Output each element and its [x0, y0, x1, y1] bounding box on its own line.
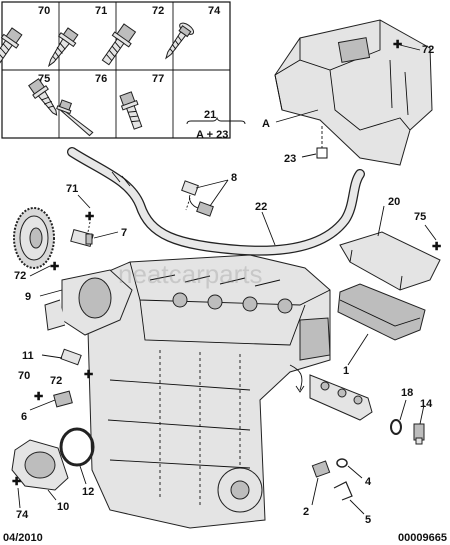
fuel-rail-part: [309, 374, 373, 421]
footer-ref: 00009665: [398, 532, 447, 544]
callout-11: 11: [22, 350, 34, 362]
ecu-bracket-20-part: [339, 231, 441, 291]
bolt-75-icon: [28, 78, 58, 116]
callout-21-group: 21 A + 23: [186, 109, 246, 141]
callout-10: 10: [57, 501, 69, 513]
callout-4: 4: [365, 476, 372, 488]
sensor-7-part: [70, 229, 94, 247]
callout-2: 2: [303, 506, 309, 518]
clip-5-part: [333, 481, 353, 501]
sensor-8-part: [181, 180, 214, 217]
callout-21: 21: [204, 109, 216, 121]
part-23-square-icon: [316, 147, 328, 159]
table-code-76: 76: [95, 73, 107, 85]
cross-icon-74: ✚: [12, 476, 21, 488]
callout-9: 9: [25, 291, 31, 303]
pump-housing-10-part: [11, 439, 69, 491]
callout-1: 1: [343, 365, 349, 377]
callout-74: 74: [16, 509, 29, 521]
table-code-71: 71: [95, 5, 107, 17]
seal-18-part: [390, 419, 402, 435]
screw-71-icon: [47, 27, 79, 68]
callout-20: 20: [388, 196, 400, 208]
callout-71: 71: [66, 183, 78, 195]
callout-7: 7: [121, 227, 127, 239]
cross-icon-72-upper: ✚: [393, 39, 402, 51]
footer-date: 04/2010: [3, 532, 43, 544]
table-code-72: 72: [152, 5, 164, 17]
callout-70: 70: [18, 370, 30, 382]
bolt-70-icon: [0, 27, 23, 66]
bolt-77-icon: [119, 91, 143, 130]
sensor-6-part: [53, 390, 73, 408]
cross-icon-70: ✚: [34, 391, 43, 403]
callout-5: 5: [365, 514, 371, 526]
cross-icon-71: ✚: [85, 211, 94, 223]
thermostat-housing-part: [44, 269, 133, 336]
callout-18: 18: [401, 387, 413, 399]
cross-icon-72-mid: ✚: [84, 369, 93, 381]
fastener-table: 70 71 72 74 75 76 77: [0, 1, 231, 139]
cross-icon-72-left: ✚: [50, 261, 59, 273]
sensor-2-part: [311, 460, 331, 478]
engine-block-part: [87, 254, 331, 529]
hose-22-part: [67, 147, 365, 256]
callout-A: A: [262, 118, 270, 130]
bolt-72-icon: [101, 23, 137, 66]
sensor-11-part: [60, 348, 82, 366]
table-code-70: 70: [38, 5, 50, 17]
callout-72-left: 72: [14, 270, 26, 282]
callout-6: 6: [21, 411, 27, 423]
callout-22: 22: [255, 201, 267, 213]
callout-8: 8: [231, 172, 237, 184]
ecu-1-part: [337, 283, 426, 341]
seal-4-part: [336, 458, 348, 468]
watermark: neatcarparts: [118, 259, 263, 289]
o-ring-12-part: [59, 427, 95, 467]
callout-72-upper: 72: [422, 44, 434, 56]
cross-icon-75: ✚: [432, 241, 441, 253]
callout-14: 14: [420, 398, 433, 410]
screw-76-icon: [56, 99, 94, 137]
camshaft-pulley-part: [13, 207, 55, 269]
battery-tray-part: [274, 19, 433, 166]
sensor-14-part: [413, 423, 425, 445]
screw-74-icon: [165, 22, 195, 60]
callout-72-mid: 72: [50, 375, 62, 387]
table-code-77: 77: [152, 73, 164, 85]
table-code-74: 74: [208, 5, 221, 17]
callout-23: 23: [284, 153, 296, 165]
callout-12: 12: [82, 486, 94, 498]
callout-21-sub: A + 23: [196, 129, 228, 141]
callout-75: 75: [414, 211, 426, 223]
